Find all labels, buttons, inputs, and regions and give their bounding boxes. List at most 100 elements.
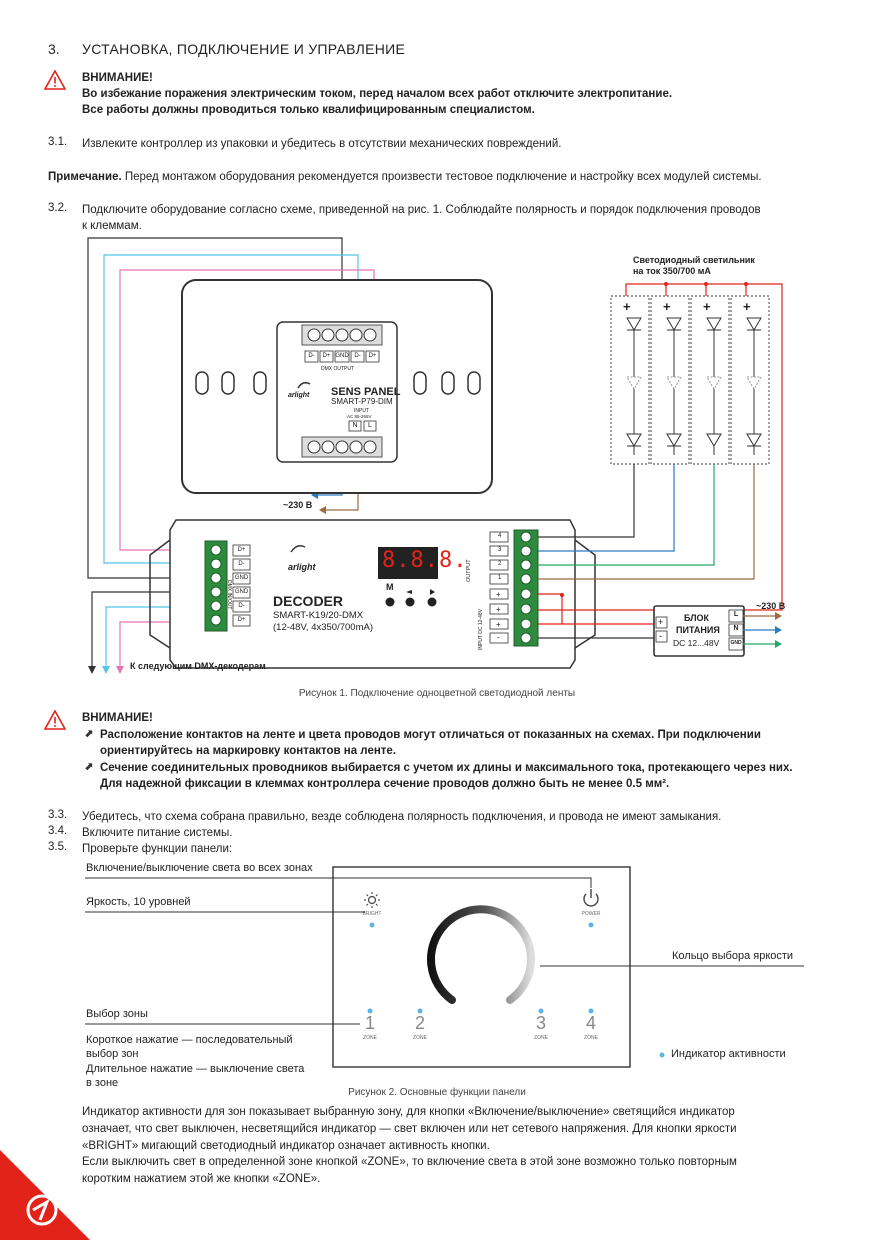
long-press-line-2: в зоне (86, 1077, 119, 1089)
note-label: Примечание. (48, 171, 122, 183)
step-number: 3.3. (48, 809, 68, 821)
zone-4-button[interactable]: 4 (585, 1013, 596, 1033)
bright-callout-label: Яркость, 10 уровней (86, 896, 191, 908)
power-button-label[interactable]: POWER (581, 911, 601, 917)
dmx-terminal: D- (238, 603, 245, 609)
indicator-legend-label: Индикатор активности (671, 1048, 786, 1060)
step-number: 3.2. (48, 202, 68, 214)
figure-1-caption: Рисунок 1. Подключение одноцветной свето… (298, 688, 576, 699)
zone-label: ZONE (413, 1035, 427, 1041)
psu-terminal: GND (730, 640, 742, 646)
dmx-terminal: GND (234, 589, 249, 595)
section-number: 3. (48, 41, 60, 57)
bullet-arrow-icon: ⬈ (84, 728, 94, 740)
warning-bullet-1-line-1: Расположение контактов на ленте и цвета … (100, 729, 761, 741)
input-voltage: AC 85-265V (347, 414, 372, 419)
long-press-line-1: Длительное нажатие — выключение света (86, 1063, 305, 1075)
step-text: Проверьте функции панели: (82, 843, 233, 855)
warning-title: ВНИМАНИЕ! (82, 712, 153, 724)
plus-sign: + (703, 299, 711, 314)
panel-diagram (85, 866, 804, 1068)
psu-terminal: L (733, 611, 739, 618)
section-title: УСТАНОВКА, ПОДКЛЮЧЕНИЕ И УПРАВЛЕНИЕ (82, 41, 406, 57)
zone-label: ZONE (534, 1035, 548, 1041)
plus-sign: + (663, 299, 671, 314)
wiring-diagram (87, 237, 783, 674)
psu-spec: DC 12...48V (673, 638, 720, 648)
dmx-terminal: D+ (237, 547, 246, 553)
closing-line-3: «BRIGHT» мигающий светодиодный индикатор… (82, 1140, 490, 1152)
panel-name: SENS PANEL (331, 386, 401, 398)
dmx-output-terminal: D- (308, 353, 315, 359)
dmx-output-label: DMX OUTPUT (321, 366, 355, 372)
arlight-logo: arlight (288, 392, 310, 399)
zone-label: ZONE (584, 1035, 598, 1041)
zone-2-button[interactable]: 2 (414, 1013, 425, 1033)
plus-sign: + (743, 299, 751, 314)
voltage-label: ~230 В (756, 601, 786, 611)
input-terminal: + (496, 620, 501, 629)
warning-title: ВНИМАНИЕ! (82, 72, 153, 84)
step-number: 3.5. (48, 841, 68, 853)
psu-title-2: ПИТАНИЯ (676, 625, 720, 635)
dmx-terminal: GND (234, 575, 249, 581)
step-number: 3.4. (48, 825, 68, 837)
warning-line-1: Во избежание поражения электрическим ток… (82, 88, 673, 100)
led-title-2: на ток 350/700 мА (633, 266, 711, 276)
psu-minus: - (659, 631, 662, 641)
dmx-output-terminal: D+ (368, 353, 377, 359)
zone-3-button[interactable]: 3 (535, 1013, 546, 1033)
decoder-logo: arlight (288, 562, 316, 572)
closing-line-2: означает, что свет выключен, несветящийс… (82, 1123, 737, 1135)
zone-label: ZONE (363, 1035, 377, 1041)
note: Примечание. Перед монтажом оборудования … (48, 169, 762, 185)
psu-title-1: БЛОК (684, 613, 710, 623)
warning-line-2: Все работы должны проводиться только ква… (82, 104, 535, 116)
plus-sign: + (623, 299, 631, 314)
psu-terminal: N (733, 625, 739, 632)
power-callout-label: Включение/выключение света во всех зонах (86, 862, 313, 874)
dmx-output-terminal: D+ (322, 353, 331, 359)
input-dc-label: INPUT DC 12-48V (478, 608, 484, 650)
dmx-output-terminal: GND (335, 353, 349, 359)
output-terminal: 2 (498, 561, 502, 567)
warning-icon (44, 70, 66, 90)
decoder-title: DECODER (273, 593, 344, 609)
led-title-1: Светодиодный светильник (633, 255, 755, 265)
output-terminal: 4 (498, 533, 502, 539)
warning-bullet-1-line-2: ориентируйтесь на маркировку контактов н… (100, 745, 397, 757)
ring-callout-label: Кольцо выбора яркости (672, 950, 794, 962)
step-number: 3.1. (48, 136, 68, 148)
zone-1-button[interactable]: 1 (364, 1013, 375, 1033)
output-terminal: 3 (498, 547, 502, 553)
output-label: OUTPUT (466, 559, 472, 582)
dmx-terminal: D- (238, 561, 245, 567)
mode-button-label: M (386, 582, 394, 592)
short-press-line-1: Короткое нажатие — последовательный (86, 1034, 293, 1046)
figure-2-caption: Рисунок 2. Основные функции панели (348, 1087, 526, 1098)
output-terminal: + (496, 605, 501, 614)
closing-line-4: Если выключить свет в определенной зоне … (82, 1156, 737, 1168)
input-label: INPUT (354, 408, 369, 414)
step-text: Убедитесь, что схема собрана правильно, … (82, 811, 722, 823)
decoder-model: SMART-K19/20-DMX (273, 610, 364, 621)
output-terminal: 1 (498, 575, 502, 581)
terminal-l: L (368, 422, 372, 429)
closing-line-5: коротким нажатием этой же кнопки «ZONE». (82, 1173, 321, 1185)
bright-button-label[interactable]: BRIGHT (362, 911, 382, 917)
next-decoders-label: К следующим DMX-декодерам (130, 661, 266, 671)
output-terminal: + (496, 590, 501, 599)
terminal-n: N (352, 422, 358, 429)
voltage-label: ~230 В (283, 500, 313, 510)
dmx-inout-label: DMX IN/OUT (226, 580, 232, 610)
dmx-terminal: D+ (237, 617, 246, 623)
psu-plus: + (658, 617, 664, 627)
decoder-spec: (12-48V, 4x350/700mA) (273, 622, 373, 633)
step-text-line-1: Подключите оборудование согласно схеме, … (82, 204, 761, 216)
step-text-line-2: к клеммам. (82, 220, 142, 232)
zone-callout-label: Выбор зоны (86, 1008, 148, 1020)
bullet-arrow-icon: ⬈ (84, 761, 94, 773)
segment-display: 8.8.8. (382, 548, 468, 573)
warning-bullet-2-line-2: Для надежной фиксации в клеммах контролл… (100, 778, 670, 790)
brand-corner-logo (0, 1150, 90, 1240)
